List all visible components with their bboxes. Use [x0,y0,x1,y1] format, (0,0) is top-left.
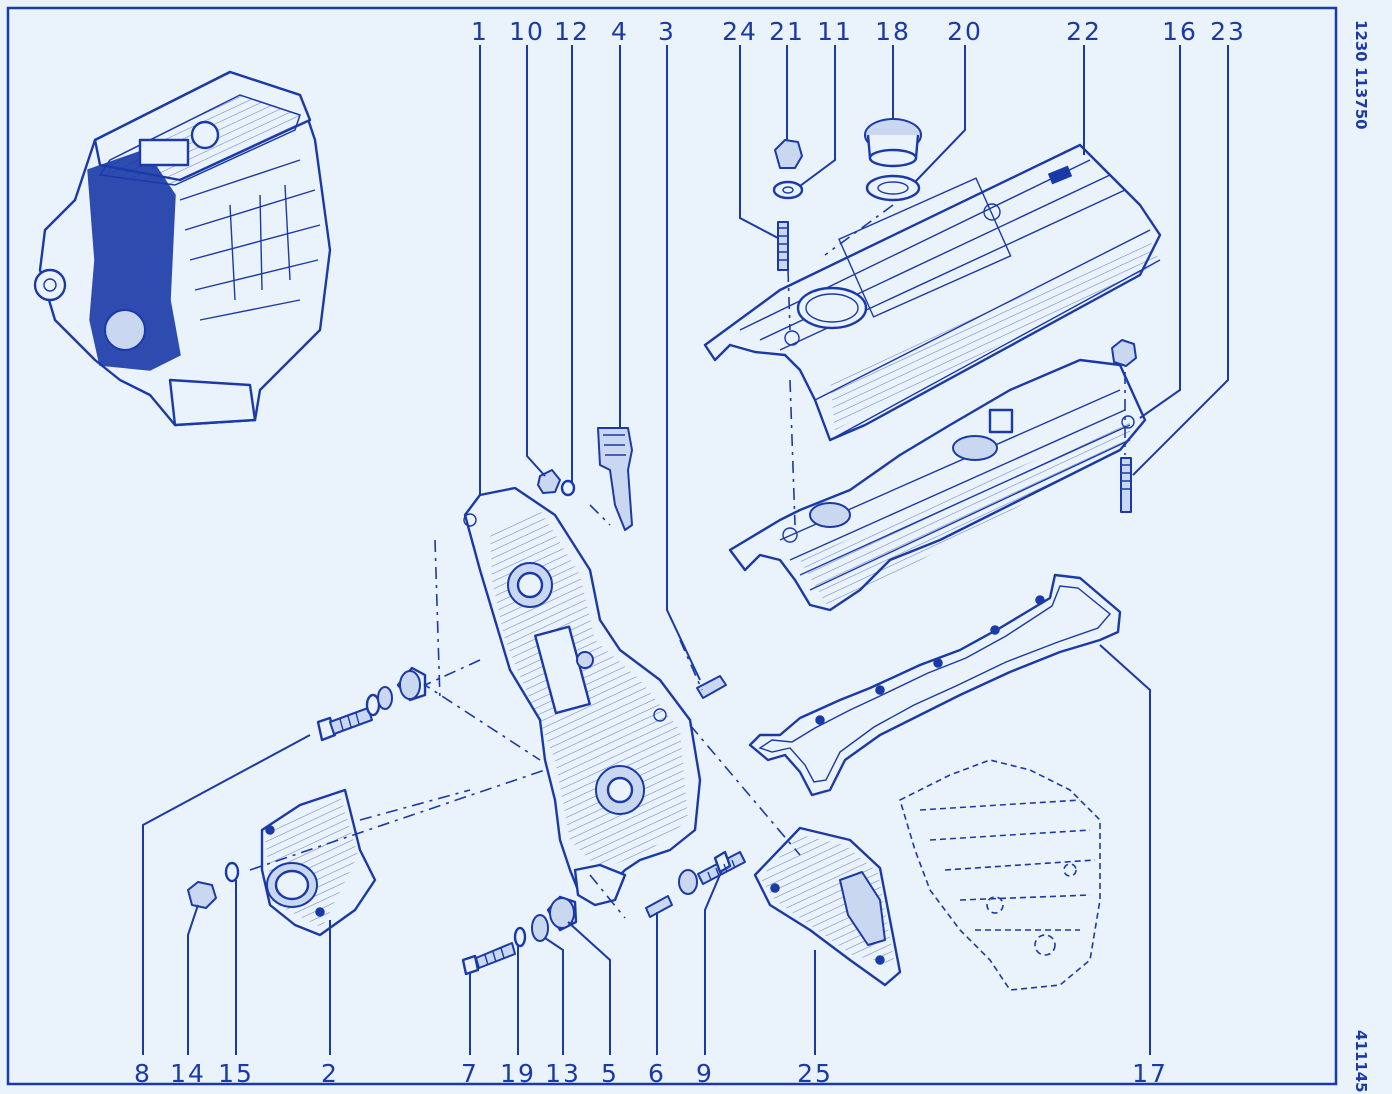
cylinder-head-cover [728,358,1147,612]
part-8-bolt-group [316,666,427,742]
callout-5: 5 [601,1059,619,1088]
callout-14: 14 [170,1059,206,1088]
callout-15: 15 [218,1059,254,1088]
part-14-nut [187,881,217,909]
callout-23: 23 [1210,17,1246,46]
diagram-border [6,6,1338,1086]
callout-10: 10 [509,17,545,46]
callout-19: 19 [500,1059,536,1088]
reference-code-top: 1230 113750 [1352,20,1370,130]
part-10-nut [537,469,561,494]
callout-20: 20 [947,17,983,46]
bottom-callout-labels: 8 14 15 2 7 19 13 5 6 9 25 17 [134,1059,1168,1088]
callout-17: 17 [1132,1059,1168,1088]
reference-code-bottom: 411145 [1352,1030,1370,1093]
top-callout-labels: 1 10 12 4 3 24 21 11 18 20 22 16 23 [471,17,1246,46]
callout-3: 3 [658,17,676,46]
callout-8: 8 [134,1059,152,1088]
leader-lines [142,45,1229,1055]
part-18-filler-cap [864,118,922,168]
part-16-nut [1111,339,1137,367]
part-15-washer [224,861,240,883]
callout-2: 2 [321,1059,339,1088]
callout-6: 6 [648,1059,666,1088]
callout-18: 18 [875,17,911,46]
part-23-stud [1120,457,1132,513]
callout-21: 21 [769,17,805,46]
part-9-bolt [678,850,746,895]
part-12-washer [560,479,576,497]
part-6-dowel [645,895,673,918]
callout-16: 16 [1162,17,1198,46]
callout-24: 24 [722,17,758,46]
part-2-mount-bracket [260,788,377,937]
timing-belt-cover [463,486,702,907]
part-24-stud [777,221,789,271]
callout-4: 4 [611,17,629,46]
callout-13: 13 [545,1059,581,1088]
rocker-cover [703,143,1162,442]
callout-9: 9 [696,1059,714,1088]
part-25-bracket [753,826,902,987]
cover-gasket [748,573,1122,797]
part-20-seal-ring [865,174,921,202]
callout-22: 22 [1066,17,1102,46]
assembly-center-lines [249,204,1126,919]
engine-block-phantom [899,759,1101,991]
part-4-bracket [597,427,633,531]
part-19-washer [513,926,527,948]
part-5-bush [546,895,578,932]
callout-25: 25 [797,1059,833,1088]
part-13-washer [531,914,549,942]
callout-11: 11 [817,17,853,46]
part-7-bolt [461,942,516,976]
part-21-cap-nut [774,139,803,169]
part-11-washer [772,180,804,200]
callout-7: 7 [461,1059,479,1088]
part-3-dowel [696,675,727,699]
engine-overview-illustration [33,70,332,427]
callout-12: 12 [554,17,590,46]
callout-1: 1 [471,17,489,46]
